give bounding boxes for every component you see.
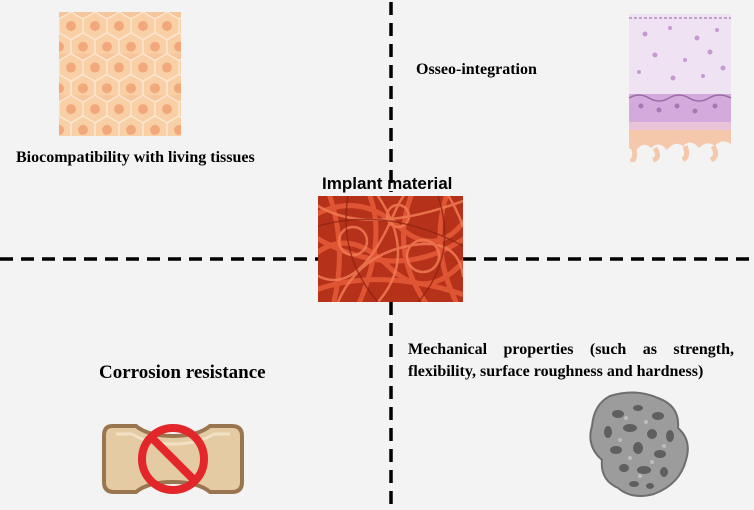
porous-bone-icon <box>589 391 689 497</box>
tissue-layers-icon <box>628 14 732 162</box>
corrosion-resistance-label: Corrosion resistance <box>99 362 266 383</box>
hexagonal-cells-icon <box>59 12 181 136</box>
biocompatibility-label: Biocompatibility with living tissues <box>16 149 255 166</box>
fiber-mesh-icon <box>318 196 463 302</box>
bone-prohibited-icon <box>102 424 244 494</box>
osseo-integration-label: Osseo-integration <box>416 61 537 78</box>
mechanical-properties-label: Mechanical properties (such as strength,… <box>408 341 734 380</box>
implant-material-title: Implant material <box>322 174 453 193</box>
